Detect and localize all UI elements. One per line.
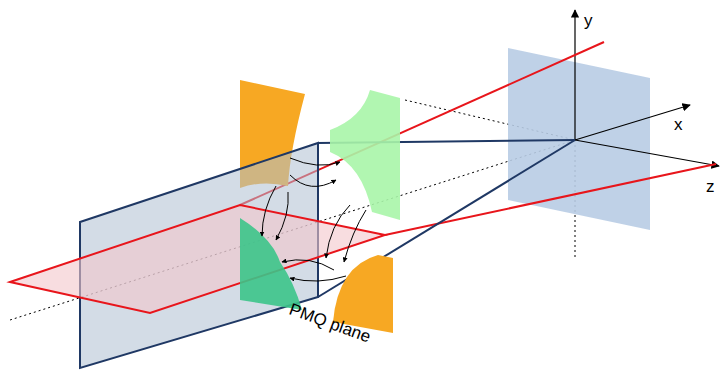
magnet-segment	[240, 218, 302, 310]
axis-label: y	[584, 12, 593, 29]
z-axis	[575, 140, 719, 166]
axis-label: x	[674, 116, 683, 133]
field-arrows	[262, 158, 366, 281]
beam-line	[385, 164, 716, 235]
beam-plane	[10, 205, 385, 313]
magnet-segment	[330, 90, 400, 220]
y-axis	[574, 10, 575, 140]
axis-label: z	[706, 178, 715, 195]
x-axis	[575, 105, 690, 140]
